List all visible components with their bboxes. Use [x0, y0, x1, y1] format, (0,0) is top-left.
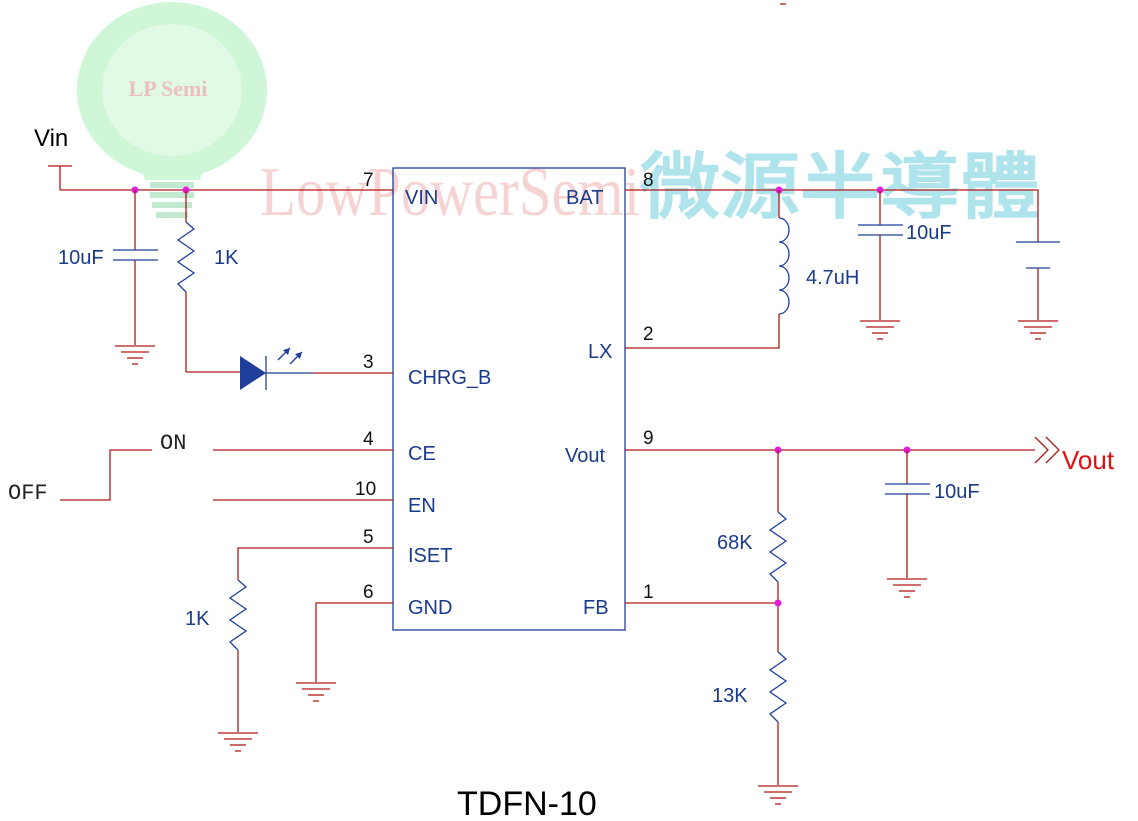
ground-icon-cout — [887, 578, 927, 598]
ground-icon-battery — [1018, 320, 1058, 340]
vout-port-arrow-icon — [1034, 436, 1060, 464]
pin-vin-number: 7 — [363, 170, 374, 191]
pin-gnd-name: GND — [408, 597, 452, 619]
pin-lx-name: LX — [588, 341, 612, 363]
cbat-value: 10uF — [906, 222, 952, 244]
watermark-brand-text: LowPowerSemi — [260, 154, 640, 231]
off-label: OFF — [8, 481, 48, 506]
rtop-value: 68K — [717, 532, 753, 554]
pin-ce-name: CE — [408, 443, 436, 465]
iset-wire — [237, 547, 393, 580]
rled-value: 1K — [214, 247, 239, 269]
vin-port-symbol — [48, 165, 72, 190]
rled-resistor — [176, 221, 196, 293]
vout-label: Vout — [1062, 445, 1115, 475]
pin-ce-number: 4 — [363, 429, 374, 450]
pin-gnd-number: 6 — [363, 582, 374, 603]
inductor-coil — [778, 217, 790, 315]
riset-value: 1K — [185, 608, 210, 630]
ground-icon-iset — [218, 732, 258, 752]
pin-fb-number: 1 — [643, 582, 654, 603]
pin-vin-name: VIN — [405, 187, 438, 209]
pin-bat-name: BAT — [566, 187, 603, 209]
rbottom-resistor — [768, 651, 788, 723]
battery-icon — [1016, 241, 1060, 269]
pin-en-number: 10 — [355, 479, 376, 500]
riset-resistor — [228, 579, 248, 651]
pin-chrg-name: CHRG_B — [408, 367, 491, 389]
watermark: LP Semi LowPowerSemi 微源半導體 — [77, 2, 1040, 231]
pin-en-name: EN — [408, 495, 436, 517]
bat-wire — [625, 189, 1039, 242]
junction-fb — [774, 599, 782, 607]
pin-fb-name: FB — [583, 597, 609, 619]
vin-label: Vin — [34, 125, 68, 152]
pin-bat-number: 8 — [643, 170, 654, 191]
gnd-wire — [315, 602, 393, 682]
rtop-resistor — [768, 511, 788, 583]
pin-iset-name: ISET — [408, 545, 452, 567]
led-diode-icon — [240, 347, 303, 390]
inductor-value: 4.7uH — [806, 267, 859, 289]
pin-iset-number: 5 — [363, 527, 374, 548]
watermark-bulb — [77, 2, 267, 218]
watermark-chinese-text: 微源半導體 — [639, 145, 1040, 229]
switch-wire — [60, 449, 152, 501]
on-label: ON — [160, 431, 186, 456]
rbottom-value: 13K — [712, 685, 748, 707]
ground-icon-gnd — [296, 682, 336, 702]
cout-value: 10uF — [934, 481, 980, 503]
pin-vout-name: Vout — [565, 445, 605, 467]
pin-vout-number: 9 — [643, 428, 654, 449]
package-label: TDFN-10 — [457, 785, 597, 821]
ground-icon-divider — [758, 785, 798, 805]
ground-icon-cbat — [860, 320, 900, 340]
cin-value: 10uF — [58, 247, 104, 269]
pin-lx-number: 2 — [643, 324, 654, 345]
watermark-logo-text: LP Semi — [129, 76, 208, 101]
ground-icon-cin — [115, 345, 155, 365]
pin-chrg-number: 3 — [363, 352, 374, 373]
ic-body — [392, 167, 626, 631]
lx-wire — [625, 314, 780, 349]
